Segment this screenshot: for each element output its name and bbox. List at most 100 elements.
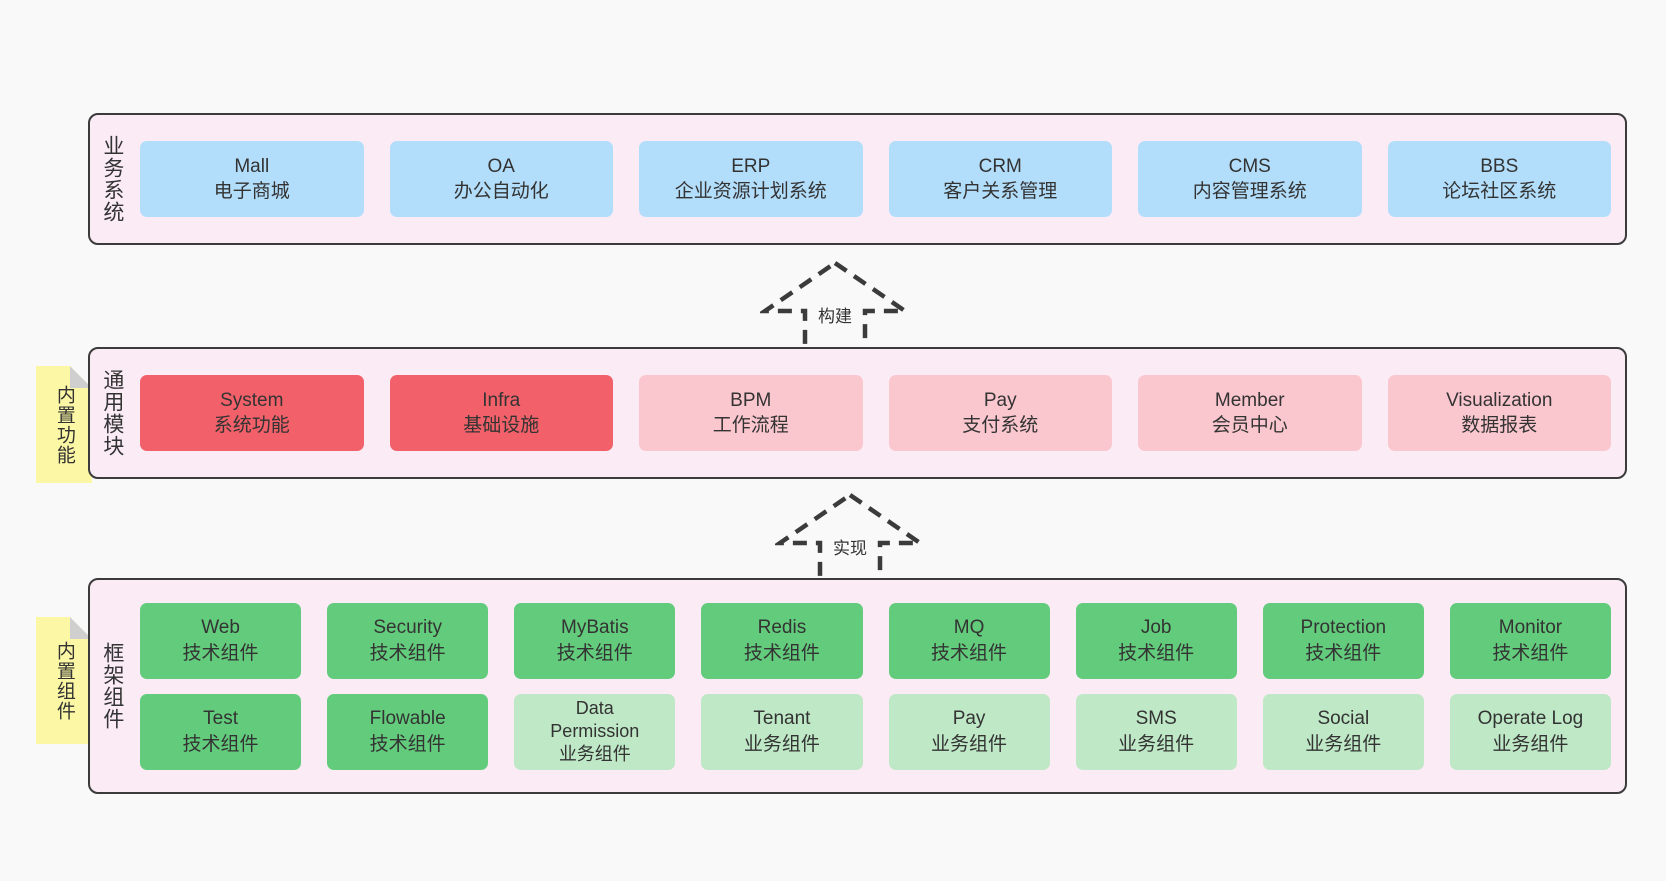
layer-business-system: 业务系统 Mall 电子商城 OA 办公自动化 ERP 企业资源计划系统 CRM… [88,113,1627,245]
arrow-label: 实现 [833,539,867,558]
component-box-test[interactable]: Test 技术组件 [140,693,302,770]
component-box-job[interactable]: Job 技术组件 [1075,602,1237,679]
component-subtitle: 业务组件 [931,733,1008,755]
component-box-social[interactable]: Social 业务组件 [1262,693,1424,770]
component-name: Member [1214,389,1285,411]
component-subtitle: 业务组件 [1492,733,1569,755]
component-name: SMS [1135,708,1177,730]
component-name: BBS [1480,155,1519,177]
component-box-pay[interactable]: Pay 业务组件 [888,693,1050,770]
component-subtitle: 技术组件 [1118,642,1195,664]
component-box-infra[interactable]: Infra 基础设施 [389,375,613,451]
component-subtitle: 系统功能 [213,415,290,436]
component-name: BPM [730,389,772,411]
component-subtitle: 技术组件 [1492,642,1569,664]
component-subtitle: 数据报表 [1461,415,1538,436]
arrow-build: 构建 [760,258,910,353]
component-name: Security [373,617,442,639]
component-subtitle: 企业资源计划系统 [674,181,827,202]
component-name: Tenant [753,708,811,730]
layer-row: Test 技术组件 Flowable 技术组件 Data Permission … [140,693,1611,770]
component-name: System [220,389,284,411]
component-subtitle: 技术组件 [556,642,633,664]
component-box-oa[interactable]: OA 办公自动化 [389,141,613,217]
component-box-data-permission[interactable]: Data Permission 业务组件 [514,693,676,770]
component-box-operate-log[interactable]: Operate Log 业务组件 [1449,693,1611,770]
component-subtitle: 技术组件 [931,642,1008,664]
component-box-visualization[interactable]: Visualization 数据报表 [1387,375,1611,451]
component-box-mall[interactable]: Mall 电子商城 [140,141,364,217]
component-subtitle: 技术组件 [1305,642,1382,664]
component-subtitle: 业务组件 [1118,733,1195,755]
layer-body-common-module: System 系统功能 Infra 基础设施 BPM 工作流程 Pay 支付系统… [134,349,1625,477]
component-box-security[interactable]: Security 技术组件 [327,602,489,679]
component-box-crm[interactable]: CRM 客户关系管理 [888,141,1112,217]
component-name: Social [1317,708,1370,730]
component-name: Data [575,697,614,718]
component-name: Pay [983,389,1017,411]
component-box-bpm[interactable]: BPM 工作流程 [639,375,863,451]
layer-body-framework-component: Web 技术组件 Security 技术组件 MyBatis 技术组件 Redi… [134,580,1625,792]
component-name: OA [487,155,515,177]
component-box-redis[interactable]: Redis 技术组件 [701,602,863,679]
component-subtitle: 技术组件 [182,733,259,755]
component-box-cms[interactable]: CMS 内容管理系统 [1138,141,1362,217]
note-label: 内置功能 [53,384,75,465]
note-builtin-function: 内置功能 [36,366,92,483]
layer-common-module: 通用模块 System 系统功能 Infra 基础设施 BPM 工作流程 Pay… [88,347,1627,479]
arrow-implement: 实现 [775,490,925,585]
component-name: ERP [731,155,771,177]
component-subtitle: 办公自动化 [453,181,549,202]
layer-framework-component: 框架组件 Web 技术组件 Security 技术组件 MyBatis 技术组件… [88,578,1627,794]
component-subtitle: 业务组件 [743,733,820,755]
component-name: Flowable [369,708,446,730]
component-name: Job [1140,617,1172,639]
component-subtitle: 技术组件 [369,642,446,664]
component-subtitle: 电子商城 [213,181,290,202]
component-box-erp[interactable]: ERP 企业资源计划系统 [639,141,863,217]
component-box-system[interactable]: System 系统功能 [140,375,364,451]
component-name: Visualization [1446,389,1553,411]
component-box-protection[interactable]: Protection 技术组件 [1262,602,1424,679]
layer-title-framework-component: 框架组件 [100,642,124,730]
component-name: Test [203,708,238,730]
component-box-monitor[interactable]: Monitor 技术组件 [1449,602,1611,679]
component-name: Operate Log [1477,708,1584,730]
component-name: Infra [482,389,521,411]
component-box-web[interactable]: Web 技术组件 [140,602,302,679]
layer-row: Mall 电子商城 OA 办公自动化 ERP 企业资源计划系统 CRM 客户关系… [140,141,1611,217]
component-box-member[interactable]: Member 会员中心 [1138,375,1362,451]
note-builtin-component: 内置组件 [36,617,92,744]
component-name: CMS [1228,155,1271,177]
component-box-flowable[interactable]: Flowable 技术组件 [327,693,489,770]
component-subtitle: 客户关系管理 [943,181,1058,202]
component-subtitle: 论坛社区系统 [1442,181,1557,202]
component-subtitle: 工作流程 [712,415,789,436]
layer-row: System 系统功能 Infra 基础设施 BPM 工作流程 Pay 支付系统… [140,375,1611,451]
layer-title-common-module: 通用模块 [100,369,124,457]
component-subtitle: 技术组件 [369,733,446,755]
component-subtitle: 技术组件 [743,642,820,664]
component-subtitle: 支付系统 [962,415,1039,436]
component-subtitle: 业务组件 [558,744,631,765]
component-box-tenant[interactable]: Tenant 业务组件 [701,693,863,770]
component-box-mq[interactable]: MQ 技术组件 [888,602,1050,679]
component-name: Mall [234,155,270,177]
component-box-bbs[interactable]: BBS 论坛社区系统 [1387,141,1611,217]
layer-title-business-system: 业务系统 [100,135,124,223]
component-name: MyBatis [561,617,629,639]
component-name-line2: Permission [550,720,640,741]
component-box-sms[interactable]: SMS 业务组件 [1075,693,1237,770]
component-name: CRM [978,155,1022,177]
component-name: Pay [952,708,986,730]
component-box-mybatis[interactable]: MyBatis 技术组件 [514,602,676,679]
component-box-pay[interactable]: Pay 支付系统 [888,375,1112,451]
component-subtitle: 会员中心 [1211,415,1288,436]
component-name: Monitor [1498,617,1563,639]
note-label: 内置组件 [53,640,75,721]
arrow-label: 构建 [818,307,852,326]
component-subtitle: 基础设施 [463,415,540,436]
component-name: Web [201,617,240,639]
layer-body-business-system: Mall 电子商城 OA 办公自动化 ERP 企业资源计划系统 CRM 客户关系… [134,115,1625,243]
component-name: Redis [757,617,807,639]
